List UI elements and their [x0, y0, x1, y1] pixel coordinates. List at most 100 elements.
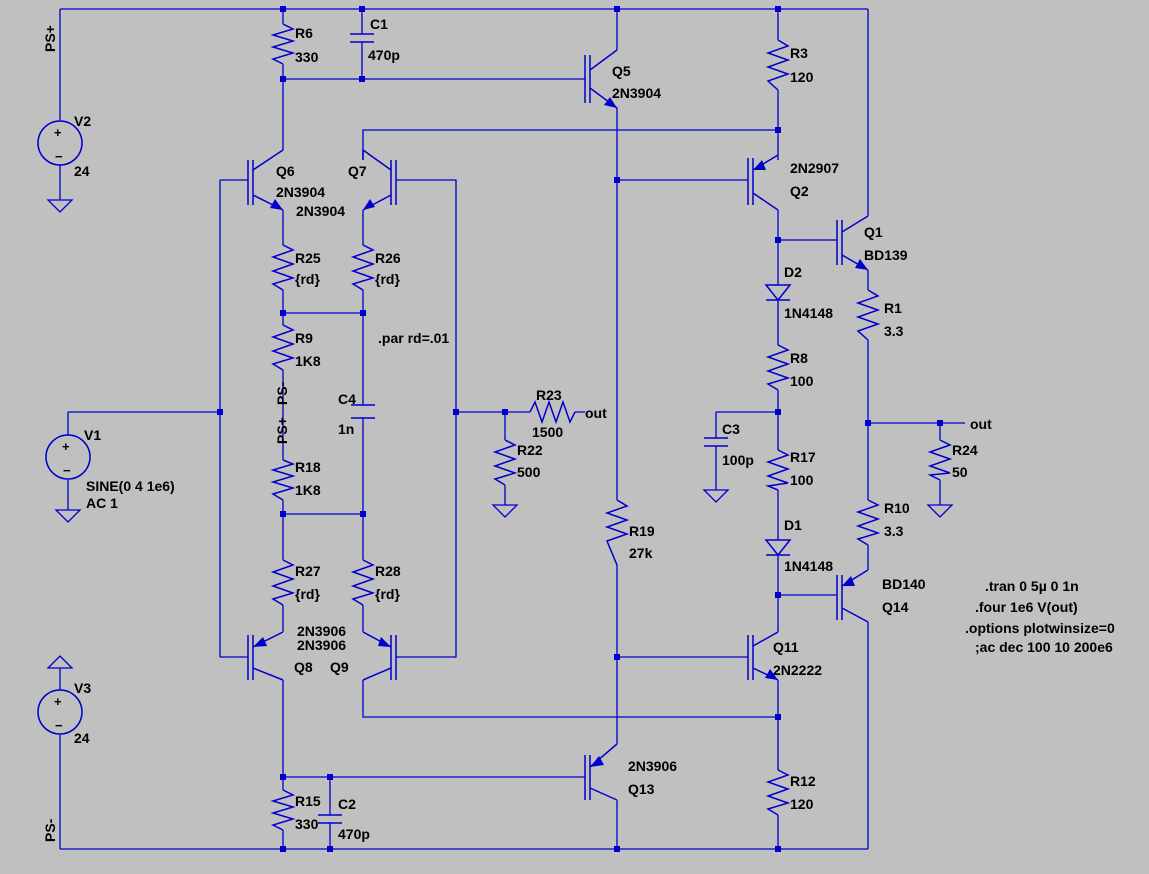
r8-value[interactable]: 100: [790, 373, 814, 389]
r9-value[interactable]: 1K8: [295, 353, 321, 369]
v1-name[interactable]: V1: [84, 427, 101, 443]
r24-value[interactable]: 50: [952, 464, 968, 480]
r23-value[interactable]: 1500: [532, 424, 563, 440]
voltage-source-v2[interactable]: + −: [37, 120, 83, 166]
v1-value[interactable]: SINE(0 4 1e6): [86, 478, 175, 494]
svg-text:−: −: [55, 718, 63, 733]
transistor-q8: [247, 631, 284, 681]
options-directive[interactable]: .options plotwinsize=0: [965, 620, 1115, 636]
net-ps-minus-bottom[interactable]: PS-: [42, 818, 58, 842]
d2-model[interactable]: 1N4148: [784, 305, 833, 321]
r17-name[interactable]: R17: [790, 449, 816, 465]
q2-name[interactable]: Q2: [790, 183, 809, 199]
r6-value[interactable]: 330: [295, 49, 319, 65]
q13-model[interactable]: 2N3906: [628, 758, 677, 774]
q9-name[interactable]: Q9: [330, 659, 349, 675]
r25-name[interactable]: R25: [295, 250, 321, 266]
q7-name[interactable]: Q7: [348, 163, 367, 179]
q5-model[interactable]: 2N3904: [612, 85, 661, 101]
v3-value[interactable]: 24: [74, 730, 90, 746]
junction-dots: [217, 6, 943, 852]
transistor-q14: [836, 569, 869, 623]
r1-name[interactable]: R1: [884, 300, 902, 316]
c1-value[interactable]: 470p: [368, 47, 400, 63]
r25-value[interactable]: {rd}: [295, 271, 320, 287]
r10-value[interactable]: 3.3: [884, 523, 904, 539]
net-ps-plus-mid[interactable]: PS+: [274, 417, 290, 444]
r1-value[interactable]: 3.3: [884, 323, 904, 339]
q1-model[interactable]: BD139: [864, 247, 908, 263]
net-ps-minus-mid[interactable]: PS-: [274, 381, 290, 405]
c3-value[interactable]: 100p: [722, 452, 754, 468]
r18-name[interactable]: R18: [295, 459, 321, 475]
transistor-q9: [362, 631, 397, 681]
ac-directive[interactable]: ;ac dec 100 10 200e6: [975, 639, 1113, 655]
q1-name[interactable]: Q1: [864, 224, 883, 240]
q2-model[interactable]: 2N2907: [790, 160, 839, 176]
v2-value[interactable]: 24: [74, 163, 90, 179]
r26-name[interactable]: R26: [375, 250, 401, 266]
q13-name[interactable]: Q13: [628, 781, 655, 797]
r26-value[interactable]: {rd}: [375, 271, 400, 287]
c2-value[interactable]: 470p: [338, 826, 370, 842]
voltage-source-v1[interactable]: + −: [45, 434, 91, 480]
r22-name[interactable]: R22: [517, 442, 543, 458]
tran-directive[interactable]: .tran 0 5µ 0 1n: [985, 578, 1079, 594]
v1-ac[interactable]: AC 1: [86, 495, 118, 511]
r19-value[interactable]: 27k: [629, 545, 653, 561]
r3-name[interactable]: R3: [790, 45, 808, 61]
q11-name[interactable]: Q11: [773, 639, 799, 655]
q6-model[interactable]: 2N3904: [276, 184, 325, 200]
transistor-q13: [584, 743, 618, 801]
q14-name[interactable]: Q14: [882, 599, 909, 615]
c2-name[interactable]: C2: [338, 796, 356, 812]
svg-text:+: +: [54, 125, 62, 140]
c3-name[interactable]: C3: [722, 421, 740, 437]
v2-name[interactable]: V2: [74, 113, 91, 129]
q7-model[interactable]: 2N3904: [296, 203, 345, 219]
q5-name[interactable]: Q5: [612, 63, 631, 79]
r6-name[interactable]: R6: [295, 25, 313, 41]
net-ps-plus-top[interactable]: PS+: [42, 25, 58, 52]
transistor-q1: [836, 215, 869, 271]
r15-name[interactable]: R15: [295, 793, 321, 809]
r8-name[interactable]: R8: [790, 350, 808, 366]
r17-value[interactable]: 100: [790, 472, 814, 488]
r15-value[interactable]: 330: [295, 816, 319, 832]
r24-name[interactable]: R24: [952, 442, 978, 458]
q11-model[interactable]: 2N2222: [773, 662, 822, 678]
r12-name[interactable]: R12: [790, 773, 816, 789]
voltage-source-v3[interactable]: + −: [37, 689, 83, 735]
r10-name[interactable]: R10: [884, 500, 910, 516]
net-out-r23[interactable]: out: [585, 405, 607, 421]
r9-name[interactable]: R9: [295, 330, 313, 346]
c4-value[interactable]: 1n: [338, 421, 354, 437]
q8-model[interactable]: 2N3906: [297, 623, 346, 639]
r27-name[interactable]: R27: [295, 563, 321, 579]
resistor-r24: [927, 439, 953, 481]
r23-name[interactable]: R23: [536, 387, 562, 403]
c1-name[interactable]: C1: [370, 16, 388, 32]
r3-value[interactable]: 120: [790, 69, 814, 85]
r22-value[interactable]: 500: [517, 464, 541, 480]
four-directive[interactable]: .four 1e6 V(out): [975, 599, 1078, 615]
r28-name[interactable]: R28: [375, 563, 401, 579]
d2-name[interactable]: D2: [784, 264, 802, 280]
r12-value[interactable]: 120: [790, 796, 814, 812]
q6-name[interactable]: Q6: [276, 163, 295, 179]
q8-name[interactable]: Q8: [294, 659, 313, 675]
d1-model[interactable]: 1N4148: [784, 558, 833, 574]
v3-name[interactable]: V3: [74, 680, 91, 696]
r28-value[interactable]: {rd}: [375, 586, 400, 602]
r27-value[interactable]: {rd}: [295, 586, 320, 602]
d1-name[interactable]: D1: [784, 517, 802, 533]
r18-value[interactable]: 1K8: [295, 482, 321, 498]
q9-model[interactable]: 2N3906: [297, 637, 346, 653]
r19-name[interactable]: R19: [629, 523, 655, 539]
param-directive[interactable]: .par rd=.01: [378, 330, 449, 346]
q14-model[interactable]: BD140: [882, 576, 926, 592]
resistor-r26: [350, 244, 376, 291]
net-labels: PS+ PS- PS- PS+: [42, 25, 290, 842]
net-out-main[interactable]: out: [970, 416, 992, 432]
c4-name[interactable]: C4: [338, 391, 356, 407]
